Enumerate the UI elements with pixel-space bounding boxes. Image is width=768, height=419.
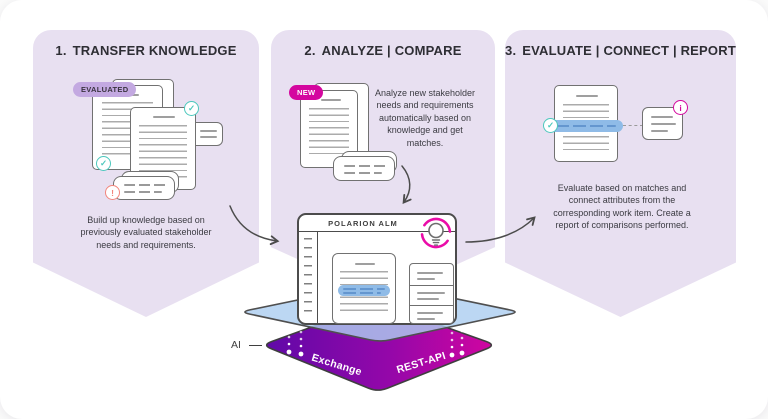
doc-line (355, 263, 375, 265)
panel-2-title: ANALYZE | COMPARE (321, 43, 462, 58)
highlight-dashes (556, 125, 616, 127)
panel-2-description: Analyze new stakeholder needs and requir… (374, 88, 476, 148)
panel-3-heading: 3. EVALUATE | CONNECT | REPORT (505, 43, 736, 58)
doc-line (200, 130, 217, 132)
panel-1-heading: 1. TRANSFER KNOWLEDGE (33, 43, 259, 58)
check-icon: ✓ (543, 118, 558, 133)
processing-arcs-icon (420, 217, 452, 249)
ai-label: AI (231, 339, 241, 351)
panel-1-description: Build up knowledge based on previously e… (80, 215, 212, 250)
panel-1-title: TRANSFER KNOWLEDGE (72, 43, 237, 58)
panel-3-step-number: 3. (505, 43, 517, 58)
highlight-dashes (343, 288, 385, 290)
doc-line (200, 136, 217, 138)
highlight-dashes (343, 292, 381, 294)
rest-api-label: REST-API (395, 350, 447, 376)
doc-line (417, 272, 443, 274)
window-sidebar (299, 231, 318, 323)
new-badge: NEW (289, 85, 324, 100)
doc-dashes (344, 165, 386, 167)
doc-line (651, 130, 668, 132)
panel-1-step-number: 1. (55, 43, 67, 58)
ai-pointer-line (249, 345, 262, 347)
exchange-label: Exchange (310, 352, 363, 379)
panel-evaluate-connect-report: 3. EVALUATE | CONNECT | REPORT ✓ i Evalua… (505, 30, 736, 317)
doc-dashes (344, 172, 382, 174)
doc-line (417, 278, 435, 280)
doc-line (651, 123, 676, 125)
alert-icon: ! (105, 185, 120, 200)
doc-dashes (124, 184, 166, 186)
comment-card-icon (113, 176, 175, 200)
panel-2-step-number: 2. (304, 43, 316, 58)
ai-suggestion-indicator (420, 217, 452, 249)
panel-divider (410, 285, 453, 286)
doc-line (417, 318, 435, 320)
attributes-panel (409, 263, 454, 324)
panel-2-heading: 2. ANALYZE | COMPARE (271, 43, 495, 58)
doc-dashes (124, 191, 162, 193)
doc-line (576, 95, 598, 97)
doc-line (153, 116, 175, 118)
connector-dots (286, 328, 465, 358)
doc-lines (309, 108, 349, 158)
highlighted-row (549, 120, 623, 132)
check-icon: ✓ (184, 101, 199, 116)
comment-card-icon (333, 156, 395, 181)
info-icon: i (673, 100, 688, 115)
check-icon: ✓ (96, 156, 111, 171)
doc-line (651, 116, 673, 118)
doc-line (417, 292, 445, 294)
doc-line (321, 99, 341, 101)
panel-3-title: EVALUATE | CONNECT | REPORT (522, 43, 736, 58)
window-title: POLARION ALM (328, 219, 398, 228)
panel-3-description: Evaluate based on matches and connect at… (553, 183, 691, 231)
window-titlebar (299, 215, 455, 232)
evaluated-badge: EVALUATED (73, 82, 137, 97)
highlighted-row (338, 285, 390, 296)
doc-line (417, 298, 439, 300)
dashed-connector (623, 125, 643, 126)
doc-lines (139, 125, 187, 180)
lightbulb-icon (428, 222, 444, 246)
document-panel (332, 253, 396, 324)
panel-transfer-knowledge: 1. TRANSFER KNOWLEDGE EVALUATED ✓ ✓ ! Bui… (33, 30, 259, 317)
sidebar-items (304, 238, 312, 315)
polarion-alm-window: POLARION ALM (297, 213, 457, 325)
panel-divider (410, 305, 453, 306)
doc-line (417, 312, 443, 314)
